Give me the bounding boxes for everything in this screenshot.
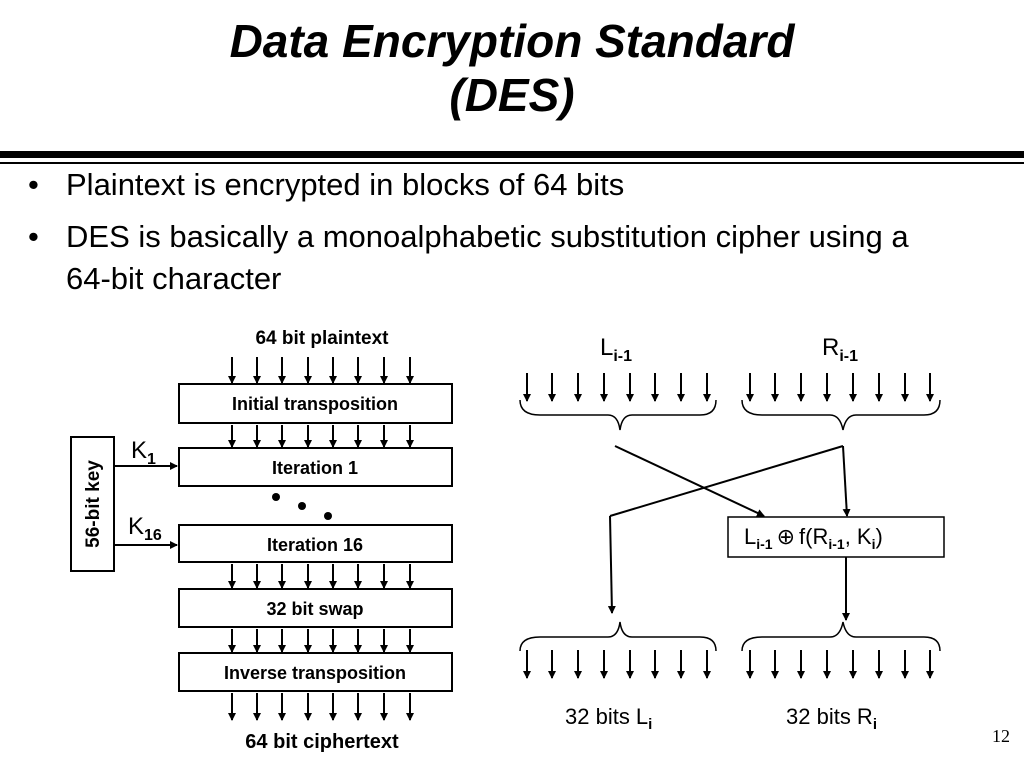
right-diagram: Li-1 Ri-1 Li-1⊕f(Ri-1, Ki) 32 bits Li 32… — [519, 334, 945, 733]
iteration-1-box — [178, 447, 453, 487]
k16-label: K16 — [128, 513, 162, 544]
ellipsis-dot — [272, 493, 280, 501]
r-prev-label: Ri-1 — [822, 334, 858, 365]
brace-l-prev — [519, 399, 717, 431]
bullet-text: DES is basically a monoalphabetic substi… — [66, 219, 909, 296]
k1-label: K1 — [131, 437, 156, 468]
r-out-label: 32 bits Ri — [786, 704, 877, 733]
swap-label: 32 bit swap — [266, 599, 363, 619]
bit-arrows-right — [523, 373, 934, 679]
bullet-item: • DES is basically a monoalphabetic subs… — [28, 216, 936, 300]
inverse-transposition-box — [178, 652, 453, 692]
swap-box — [178, 588, 453, 628]
function-box — [727, 516, 945, 558]
brace-r-out — [741, 621, 941, 652]
bullet-dot: • — [28, 167, 39, 202]
inverse-transposition-label: Inverse transposition — [224, 663, 406, 683]
r-to-l-line — [609, 445, 844, 517]
bullet-dot: • — [28, 219, 39, 254]
page-number: 12 — [992, 726, 1010, 746]
bullet-item: • Plaintext is encrypted in blocks of 64… — [28, 164, 1008, 206]
ellipsis-dot — [324, 512, 332, 520]
initial-transposition-box — [178, 383, 453, 424]
title-line-1: Data Encryption Standard — [229, 15, 795, 67]
r-to-func-arrow — [842, 445, 851, 517]
bullet-list: • Plaintext is encrypted in blocks of 64… — [28, 164, 1008, 310]
left-diagram: 64 bit plaintext Initial transposition I… — [70, 328, 453, 753]
ciphertext-label: 64 bit ciphertext — [245, 731, 399, 753]
bit-arrows-left — [228, 357, 414, 721]
ellipsis-dot — [298, 502, 306, 510]
initial-transposition-label: Initial transposition — [232, 394, 398, 414]
l-to-func-arrow — [614, 445, 765, 517]
plaintext-label: 64 bit plaintext — [255, 328, 389, 349]
l-out-label: 32 bits Li — [565, 704, 652, 733]
brace-r-prev — [741, 399, 941, 431]
bullet-text: Plaintext is encrypted in blocks of 64 b… — [66, 167, 625, 202]
iteration-16-label: Iteration 16 — [267, 535, 363, 555]
key-box — [70, 436, 115, 572]
iteration-1-label: Iteration 1 — [272, 458, 358, 478]
function-label: Li-1⊕f(Ri-1, Ki) — [744, 524, 883, 552]
iteration-16-box — [178, 524, 453, 563]
l-prev-label: Li-1 — [600, 334, 632, 365]
title-rule-thin — [0, 162, 1024, 164]
brace-l-out — [519, 621, 717, 652]
key-label: 56-bit key — [83, 460, 104, 548]
title-line-2: (DES) — [449, 69, 575, 121]
r-to-l-out-arrow — [607, 515, 616, 614]
slide-title: Data Encryption Standard (DES) — [0, 14, 1024, 122]
title-rule-thick — [0, 151, 1024, 158]
